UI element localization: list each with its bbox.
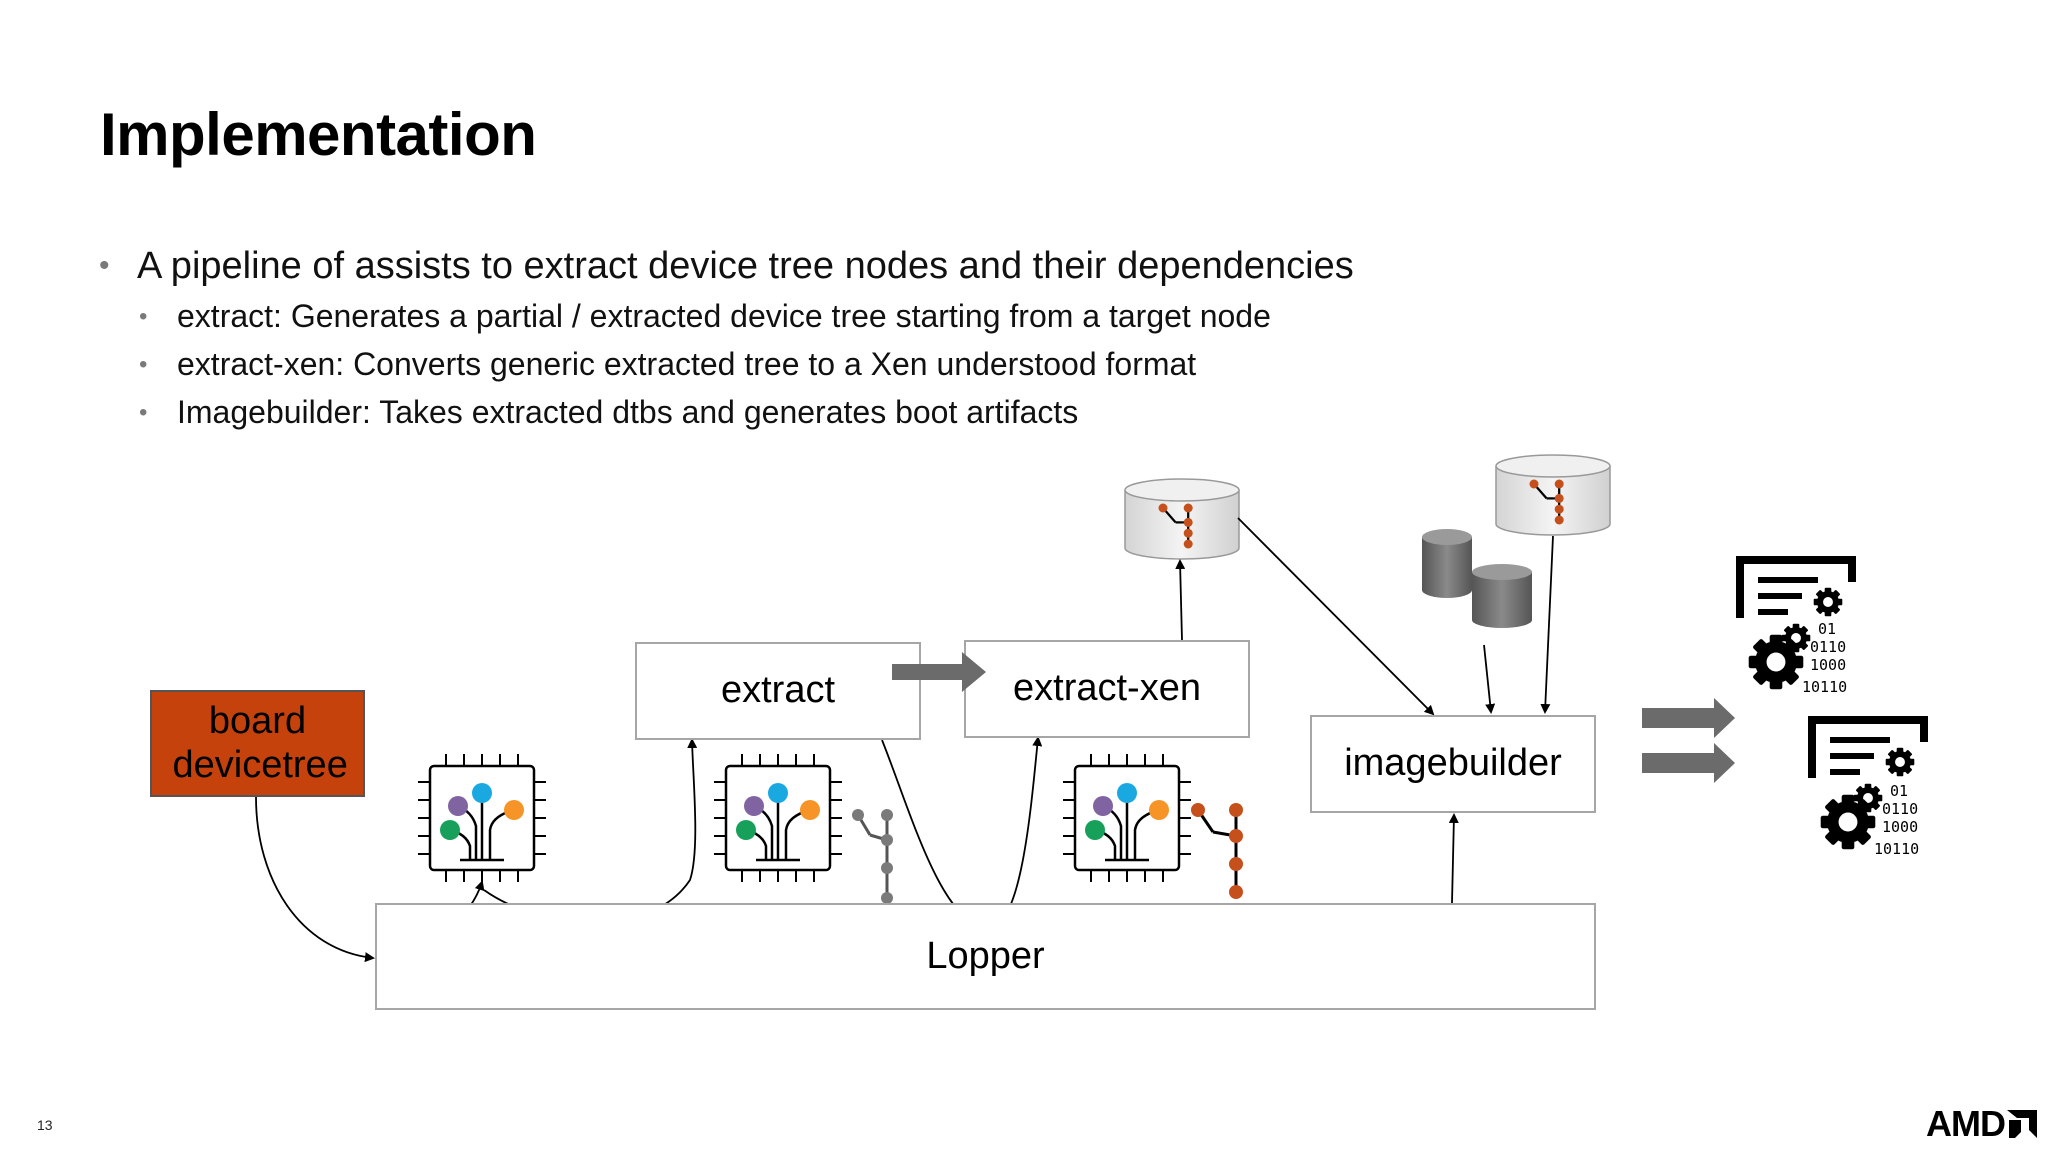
board-to-lopper-arrow [255, 796, 375, 963]
dtb-storage-icon [1495, 454, 1611, 536]
extract-xen-label: extract-xen [1013, 667, 1201, 710]
svg-text:01: 01 [1818, 620, 1836, 638]
svg-text:1000: 1000 [1810, 656, 1846, 674]
binary-storage-icon [1422, 529, 1532, 628]
extract-to-xen-block-arrow-icon [892, 652, 986, 692]
extract-box: extract [635, 642, 921, 740]
imagebuilder-label: imagebuilder [1344, 742, 1562, 785]
boot-artifact-icon: 01 0110 1000 10110 [1812, 720, 1924, 858]
svg-text:01: 01 [1890, 782, 1908, 800]
board-devicetree-box: board devicetree [150, 690, 365, 797]
svg-text:0110: 0110 [1810, 638, 1846, 656]
bullet-marker: • [139, 351, 148, 378]
bullet-marker: • [139, 399, 148, 426]
bullet-sub-extract: extract: Generates a partial / extracted… [177, 298, 1271, 334]
bullet-main: A pipeline of assists to extract device … [137, 245, 1354, 287]
extract-xen-box: extract-xen [964, 640, 1250, 738]
page-number: 13 [37, 1117, 53, 1133]
svg-text:10110: 10110 [1874, 840, 1919, 858]
lopper-to-imagebuilder-arrow [1448, 813, 1459, 904]
bullet-sub-imagebuilder: Imagebuilder: Takes extracted dtbs and g… [177, 394, 1079, 430]
imagebuilder-box: imagebuilder [1310, 715, 1596, 813]
board-devicetree-label: board devicetree [172, 699, 348, 786]
page-title: Implementation [100, 101, 537, 168]
output-arrow-icon [1642, 698, 1735, 738]
partial-tree-icon [852, 809, 893, 904]
svg-text:10110: 10110 [1802, 678, 1847, 696]
amd-logo-text: AMD [1926, 1103, 2006, 1144]
dtb-to-imagebuilder-arrow [1540, 535, 1554, 714]
svg-text:0110: 0110 [1882, 800, 1918, 818]
xen-to-storage-arrow [1175, 559, 1186, 641]
storage-to-imagebuilder-arrow [1237, 517, 1435, 716]
bullet-sub-extract-xen: extract-xen: Converts generic extracted … [177, 346, 1197, 382]
bullet-marker: • [139, 303, 148, 330]
xen-dtb-storage-icon [1124, 478, 1240, 560]
svg-text:1000: 1000 [1882, 818, 1918, 836]
amd-logo: AMD [1926, 1103, 2037, 1145]
output-arrow-icon [1642, 743, 1735, 783]
lopper-box: Lopper [375, 903, 1596, 1010]
extract-label: extract [720, 669, 836, 712]
bullet-marker: • [99, 249, 110, 282]
amd-arrow-icon [2006, 1110, 2037, 1138]
xen-tree-icon [1191, 803, 1243, 899]
binary-to-imagebuilder-arrow [1483, 644, 1496, 714]
lopper-label: Lopper [926, 934, 1045, 977]
boot-artifact-icon: 01 0110 1000 10110 [1740, 560, 1852, 696]
